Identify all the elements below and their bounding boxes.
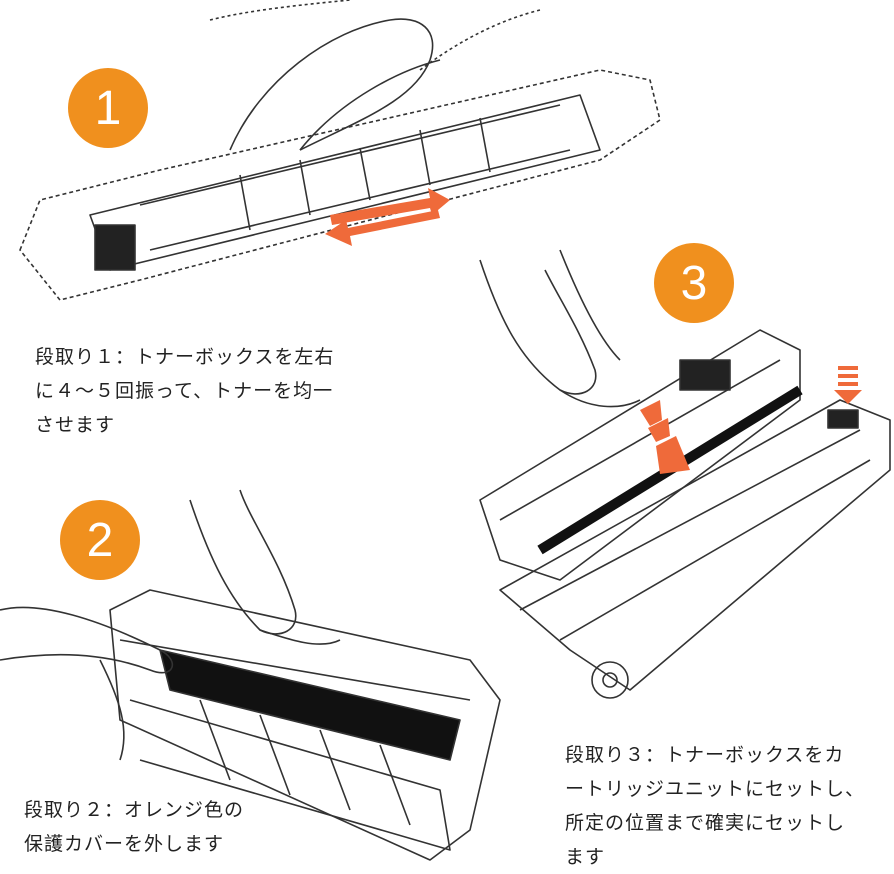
step-3-line-1: 段取り３：トナーボックスをカ	[565, 744, 845, 766]
step-1-line-2: に４～５回振って、トナーを均一	[35, 380, 334, 402]
step-2-line-1: 段取り２：オレンジ色の	[24, 799, 245, 821]
shake-arrows-icon	[325, 188, 450, 246]
step-2-badge: 2	[60, 500, 140, 580]
step-3-line-3: 所定の位置まで確実にセットし	[565, 812, 846, 834]
step-3-line-2: ートリッジユニットにセットし、	[565, 778, 866, 800]
toner-box-shaking-illustration	[19, 0, 661, 301]
insert-arrow-icon	[640, 366, 862, 474]
step-1-line-3: させます	[35, 414, 116, 436]
step-2-caption: 段取り２：オレンジ色の 保護カバーを外します	[24, 793, 244, 861]
step-1-line-1: 段取り１：トナーボックスを左右	[35, 346, 335, 368]
step-1-badge: 1	[68, 68, 148, 148]
step-3-badge: 3	[654, 243, 734, 323]
step-3-line-4: ます	[565, 846, 606, 868]
step-2-line-2: 保護カバーを外します	[24, 833, 225, 855]
cover-removal-illustration	[0, 489, 501, 861]
step-1-caption: 段取り１：トナーボックスを左右 に４～５回振って、トナーを均一 させます	[35, 340, 334, 442]
cartridge-insertion-illustration	[479, 249, 891, 699]
step-3-caption: 段取り３：トナーボックスをカ ートリッジユニットにセットし、 所定の位置まで確実…	[565, 738, 865, 874]
